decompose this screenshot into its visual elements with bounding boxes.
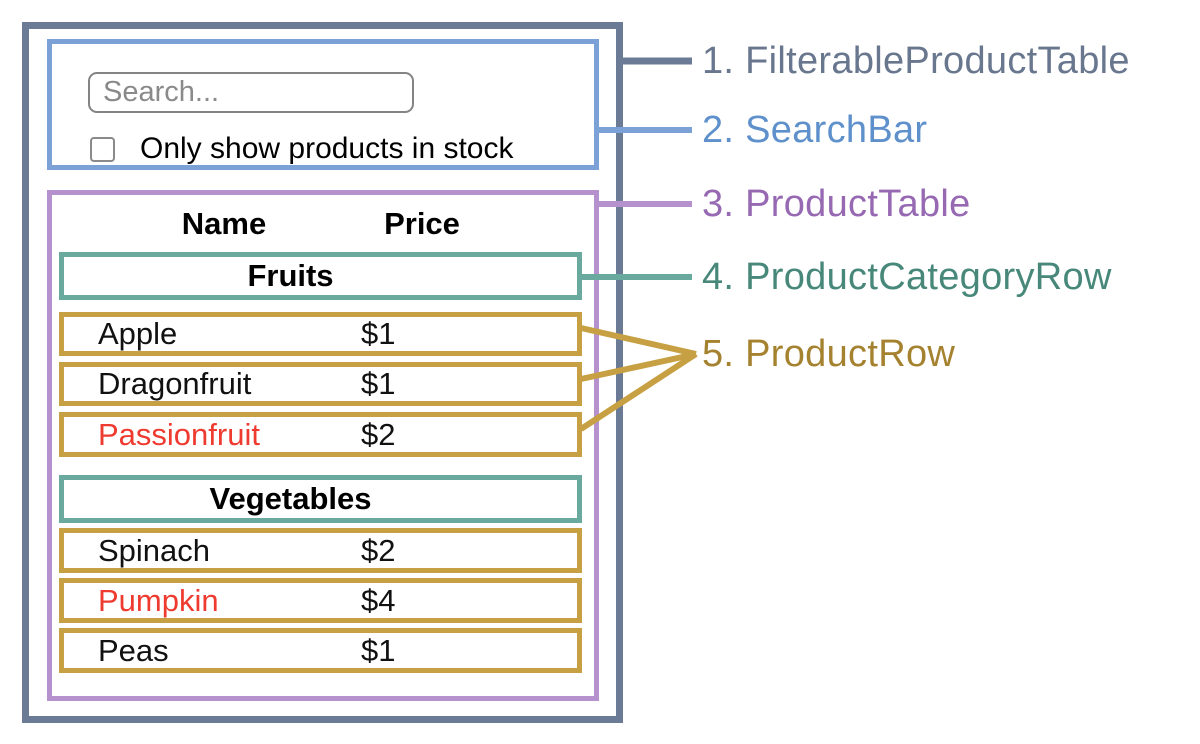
column-header-price: Price [384,206,460,241]
product-price: $1 [361,632,396,668]
product-price: $2 [361,416,396,452]
product-row-apple: Apple $1 [59,312,582,356]
annotation-product-table: 3. ProductTable [702,183,971,225]
product-row-dragonfruit: Dragonfruit $1 [59,362,582,406]
category-label: Fruits [247,258,334,293]
category-label: Vegetables [209,481,372,516]
product-price: $1 [361,366,396,401]
in-stock-checkbox-label: Only show products in stock [140,132,514,165]
annotation-product-category-row: 4. ProductCategoryRow [702,256,1112,298]
in-stock-checkbox[interactable] [90,136,115,162]
filterable-product-table-box: Only show products in stock Name Price F… [22,22,623,723]
search-input[interactable] [88,72,414,113]
product-row-spinach: Spinach $2 [59,528,582,573]
product-price: $4 [361,582,396,618]
product-name-out-of-stock: Pumpkin [98,582,219,618]
product-price: $1 [361,316,396,351]
product-name: Dragonfruit [98,366,252,401]
product-price: $2 [361,532,396,568]
product-name: Peas [98,632,169,668]
product-row-pumpkin: Pumpkin $4 [59,578,582,623]
column-header-name: Name [181,206,267,241]
product-row-peas: Peas $1 [59,628,582,673]
product-table-box: Name Price Fruits Apple $1 Dragonfruit $… [47,190,599,701]
category-row-vegetables: Vegetables [59,475,582,523]
annotation-filterable-product-table: 1. FilterableProductTable [702,40,1130,82]
annotation-search-bar: 2. SearchBar [702,109,928,151]
product-name-out-of-stock: Passionfruit [98,416,260,452]
product-name: Spinach [98,532,211,568]
search-bar-box: Only show products in stock [47,39,599,170]
product-row-passionfruit: Passionfruit $2 [59,412,582,457]
annotation-product-row: 5. ProductRow [702,333,956,375]
category-row-fruits: Fruits [59,252,582,300]
product-name: Apple [98,316,178,351]
stock-filter-row: Only show products in stock [90,132,514,166]
